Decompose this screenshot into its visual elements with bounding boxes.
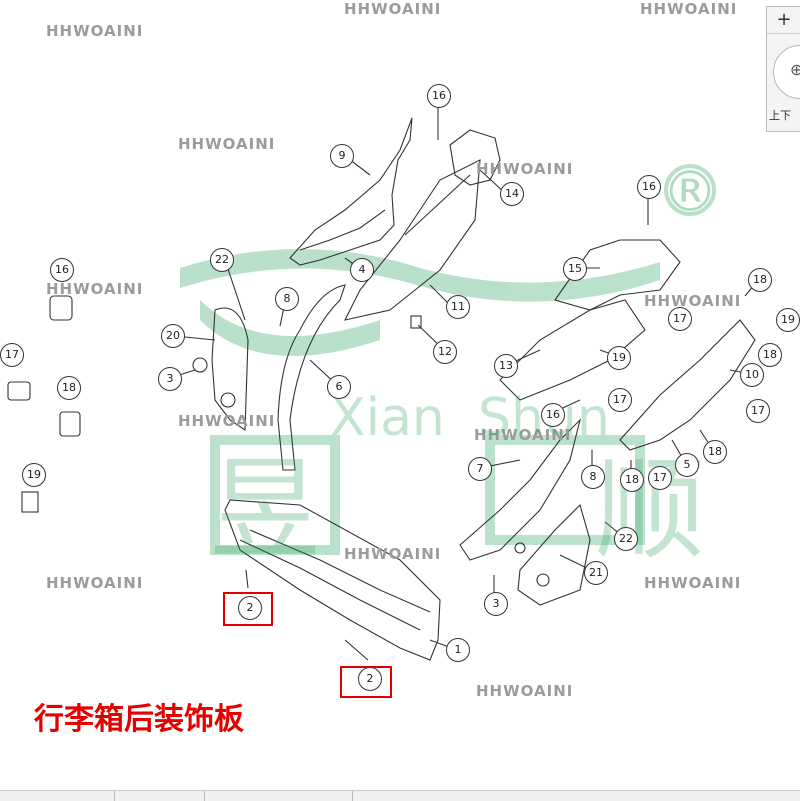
brand-watermark-graphic	[180, 164, 716, 555]
clip-16-left	[49, 295, 73, 321]
callout-17: 17	[608, 388, 632, 412]
watermark: HHWOAINI	[344, 0, 442, 18]
callout-16: 16	[541, 403, 565, 427]
callout-18: 18	[57, 376, 81, 400]
part-14-upper-cover	[449, 129, 501, 186]
callout-19: 19	[22, 463, 46, 487]
callout-17: 17	[0, 343, 24, 367]
move-icon: ⊕	[790, 60, 800, 79]
callout-6: 6	[327, 375, 351, 399]
watermark: HHWOAINI	[46, 280, 144, 298]
part-15-upper-trim	[554, 239, 681, 311]
part-9-pillar-trim	[289, 117, 413, 266]
callout-17: 17	[668, 307, 692, 331]
taskbar-tab[interactable]	[0, 791, 115, 801]
callout-14: 14	[500, 182, 524, 206]
registered-mark: ®	[662, 160, 718, 225]
callout-21: 21	[584, 561, 608, 585]
callout-5: 5	[675, 453, 699, 477]
callout-22: 22	[614, 527, 638, 551]
callout-11: 11	[446, 295, 470, 319]
highlight-box-part-2	[340, 666, 392, 698]
callout-18: 18	[703, 440, 727, 464]
callout-17: 19	[776, 308, 800, 332]
callout-1: 1	[446, 638, 470, 662]
callout-3: 3	[484, 592, 508, 616]
part-11-trim-strip	[343, 159, 481, 321]
watermark: HHWOAINI	[644, 292, 742, 310]
watermark: HHWOAINI	[344, 545, 442, 563]
watermark: HHWOAINI	[476, 682, 574, 700]
watermark: HHWOAINI	[644, 574, 742, 592]
part-6-curved-pillar	[277, 284, 346, 471]
brand-watermark-chars: 昱 顺	[210, 446, 800, 574]
callout-4: 4	[350, 258, 374, 282]
highlight-box-part-2	[223, 592, 273, 626]
callout-18: 18	[758, 343, 782, 367]
callout-16: 16	[50, 258, 74, 282]
clip-18-left	[59, 411, 81, 437]
watermark: HHWOAINI	[476, 160, 574, 178]
part-1-sill-plate	[224, 499, 441, 661]
callout-18: 18	[620, 468, 644, 492]
brand-watermark-latin: Xian Shun	[330, 388, 610, 448]
callout-7: 7	[468, 457, 492, 481]
callout-17: 17	[648, 466, 672, 490]
callout-9: 9	[330, 144, 354, 168]
callout-19: 19	[607, 346, 631, 370]
zoom-in-button[interactable]: +	[767, 7, 800, 34]
clip-17-left	[7, 381, 31, 401]
callout-17: 17	[746, 399, 770, 423]
callout-12: 12	[433, 340, 457, 364]
part-7-lower-pillar	[459, 418, 582, 561]
callout-8: 8	[581, 465, 605, 489]
part-13-quarter-trim	[499, 299, 646, 401]
part-20-side-panel	[211, 307, 249, 432]
callout-16: 16	[427, 84, 451, 108]
callout-3: 3	[158, 367, 182, 391]
watermark: HHWOAINI	[474, 426, 572, 444]
map-nav-control: + ⊕ 上下	[766, 6, 800, 132]
callout-18: 18	[748, 268, 772, 292]
taskbar-tab[interactable]	[120, 791, 205, 801]
clip-12	[410, 315, 422, 329]
pan-dial[interactable]: ⊕	[773, 45, 800, 99]
taskbar-strip	[0, 790, 800, 801]
watermark: HHWOAINI	[46, 574, 144, 592]
part-21-lower-panel	[517, 503, 591, 606]
callout-2: 2	[238, 596, 262, 620]
watermark: HHWOAINI	[46, 22, 144, 40]
callout-13: 13	[494, 354, 518, 378]
callout-15: 15	[563, 257, 587, 281]
watermark: HHWOAINI	[640, 0, 738, 18]
callout-22: 22	[210, 248, 234, 272]
nav-label[interactable]: 上下	[769, 109, 791, 122]
watermark: HHWOAINI	[178, 135, 276, 153]
callout-16: 16	[637, 175, 661, 199]
callout-10: 10	[740, 363, 764, 387]
watermark: HHWOAINI	[178, 412, 276, 430]
clip-19-left	[21, 491, 39, 513]
taskbar-tab[interactable]	[208, 791, 353, 801]
diagram-caption: 行李箱后装饰板	[34, 702, 244, 737]
callout-20: 20	[161, 324, 185, 348]
callout-8: 8	[275, 287, 299, 311]
part-10-bracket	[619, 319, 756, 451]
